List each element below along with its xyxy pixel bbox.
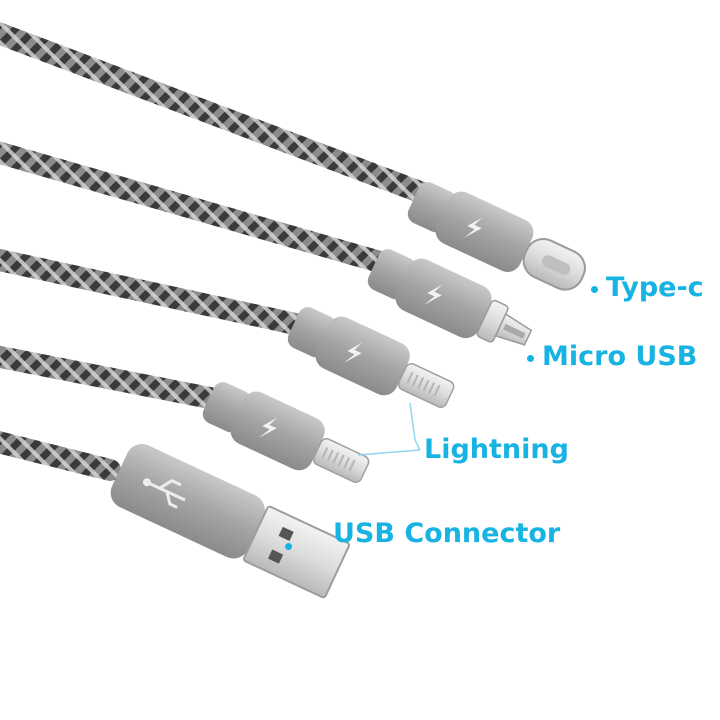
label-lightning: Lightning [424, 434, 569, 465]
lightning-callout-lines [357, 402, 421, 456]
type-c-cable [0, 22, 586, 291]
label-micro-usb: Micro USB [542, 341, 698, 372]
lightning-bolt-icon [424, 284, 443, 305]
lightning-cable-2 [0, 345, 370, 483]
lightning-cable-1 [0, 248, 455, 408]
lightning-bolt-icon [464, 217, 483, 238]
label-type-c: Type-c [606, 272, 704, 303]
type-c-dot [591, 286, 598, 293]
micro-usb-dot [527, 355, 534, 362]
usb-a-cable [0, 431, 350, 599]
lightning-bolt-icon [344, 342, 363, 363]
micro-usb-cable [0, 141, 533, 346]
lightning-bolt-icon [259, 417, 278, 438]
usb-connector-dot [285, 543, 292, 550]
label-usb-connector: USB Connector [333, 518, 561, 549]
usb-trident-icon [148, 478, 186, 509]
